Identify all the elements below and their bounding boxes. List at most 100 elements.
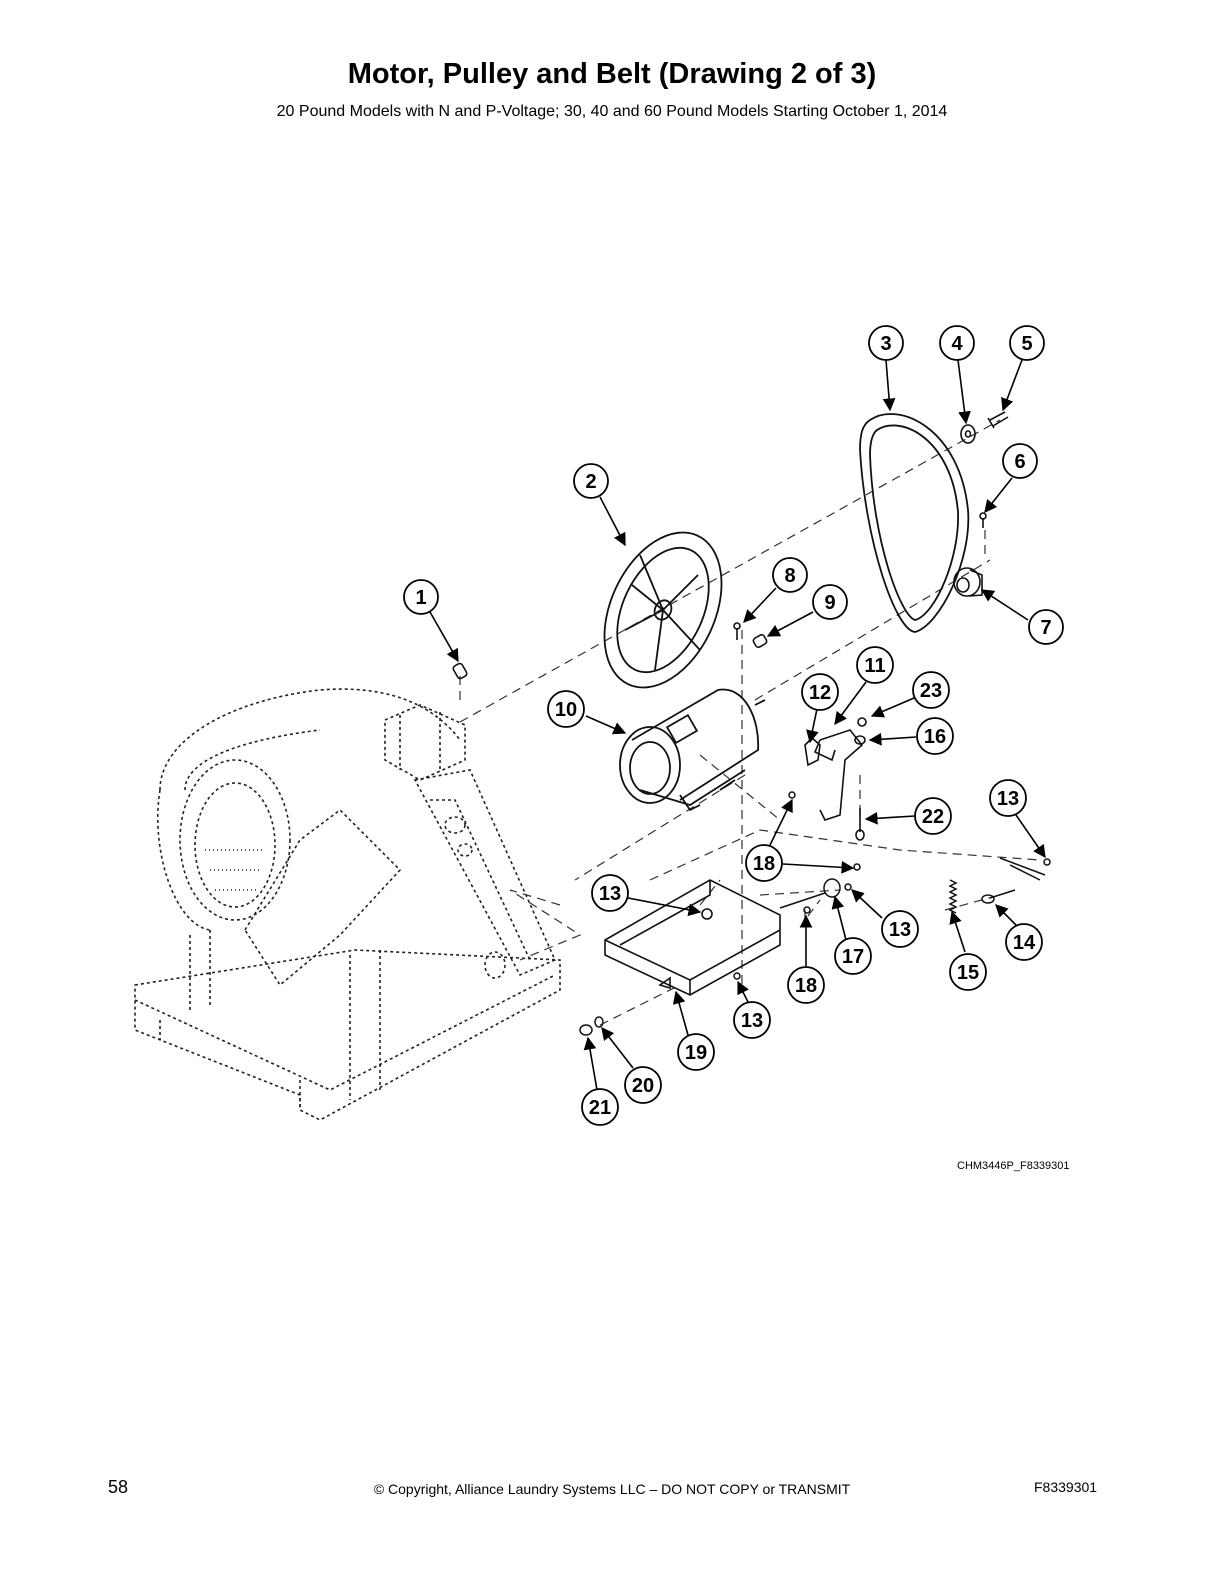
callout-12: 12 [801, 673, 839, 711]
callout-number: 13 [599, 883, 621, 905]
callout-22: 22 [914, 797, 952, 835]
callout-6: 6 [1002, 443, 1038, 479]
tension-hardware [579, 791, 1051, 1036]
callout-circle [787, 966, 825, 1004]
callout-number: 16 [924, 726, 946, 748]
callout-number: 21 [589, 1097, 611, 1119]
callout-number: 6 [1014, 451, 1025, 473]
callout-number: 10 [555, 699, 577, 721]
callout-circle [624, 1066, 662, 1104]
callout-circle [677, 1033, 715, 1071]
callout-13-middle: 13 [881, 910, 919, 948]
assembly-centerlines [459, 419, 1041, 1026]
callout-circle [591, 874, 629, 912]
callout-number: 3 [880, 333, 891, 355]
callout-20: 20 [624, 1066, 662, 1104]
callout-number: 9 [824, 592, 835, 614]
callout-13-bottom: 13 [733, 1001, 771, 1039]
callout-circle [989, 779, 1027, 817]
callout-circle [573, 463, 609, 499]
callout-circle [834, 937, 872, 975]
callout-leaders [429, 359, 1046, 1091]
callout-circle [801, 673, 839, 711]
motor-base-plate [604, 879, 781, 996]
callout-18-upper: 18 [745, 844, 783, 882]
callout-number: 19 [685, 1042, 707, 1064]
drive-belt [859, 413, 970, 633]
copyright-notice: © Copyright, Alliance Laundry Systems LL… [373, 1481, 851, 1497]
callout-16: 16 [916, 717, 954, 755]
callout-number: 7 [1040, 617, 1051, 639]
callout-circle [1009, 325, 1045, 361]
callout-circle [1005, 923, 1043, 961]
callout-23: 23 [912, 671, 950, 709]
callout-number: 2 [585, 471, 596, 493]
callout-number: 13 [997, 788, 1019, 810]
callout-number: 1 [415, 587, 426, 609]
callout-number: 4 [951, 333, 963, 355]
callout-15: 15 [949, 953, 987, 991]
callout-circle [881, 910, 919, 948]
callout-circle [939, 325, 975, 361]
drawing-code: CHM3446P_F8339301 [957, 1160, 1070, 1172]
small-hardware-upper [953, 411, 1009, 597]
callout-14: 14 [1005, 923, 1043, 961]
callout-circle [745, 844, 783, 882]
callout-number: 17 [842, 946, 864, 968]
document-number: F8339301 [1034, 1479, 1098, 1495]
callout-5: 5 [1009, 325, 1045, 361]
callout-number: 23 [920, 680, 942, 702]
callout-circle [949, 953, 987, 991]
callout-11: 11 [856, 646, 894, 684]
callout-circle [1002, 443, 1038, 479]
callout-number: 18 [795, 975, 817, 997]
callout-13-left: 13 [591, 874, 629, 912]
callout-number: 15 [957, 962, 979, 984]
page-title: Motor, Pulley and Belt (Drawing 2 of 3) [347, 58, 877, 90]
callout-3: 3 [868, 325, 904, 361]
callout-17: 17 [834, 937, 872, 975]
callout-number: 5 [1021, 333, 1032, 355]
mount-brackets [804, 717, 867, 841]
callout-8: 8 [772, 557, 808, 593]
callout-1: 1 [403, 579, 439, 615]
drive-pulley [603, 531, 723, 689]
callout-circle [856, 646, 894, 684]
callout-19: 19 [677, 1033, 715, 1071]
callout-number: 14 [1013, 932, 1036, 954]
callout-circle [581, 1088, 619, 1126]
callout-number: 20 [632, 1075, 654, 1097]
callout-circle [912, 671, 950, 709]
callout-7: 7 [1028, 609, 1064, 645]
callout-number: 18 [753, 853, 775, 875]
callout-21: 21 [581, 1088, 619, 1126]
callout-10: 10 [547, 690, 585, 728]
callout-number: 12 [809, 682, 831, 704]
callout-circle [914, 797, 952, 835]
callout-18-lower: 18 [787, 966, 825, 1004]
callout-circle [772, 557, 808, 593]
callout-circle [547, 690, 585, 728]
page-subtitle: 20 Pound Models with N and P-Voltage; 30… [276, 103, 948, 120]
callout-circle [868, 325, 904, 361]
callout-circle [1028, 609, 1064, 645]
callout-bubbles: 1 2 3 4 5 6 7 8 9 10 11 12 23 16 13 22 1… [403, 325, 1064, 1126]
callout-4: 4 [939, 325, 975, 361]
keys-and-pins [452, 622, 768, 680]
drive-motor [619, 688, 766, 812]
callout-9: 9 [812, 584, 848, 620]
callout-circle [733, 1001, 771, 1039]
callout-13-right: 13 [989, 779, 1027, 817]
callout-circle [916, 717, 954, 755]
callout-number: 11 [864, 655, 885, 677]
callout-number: 22 [922, 806, 944, 828]
callout-number: 8 [784, 565, 795, 587]
callout-circle [403, 579, 439, 615]
callout-circle [812, 584, 848, 620]
callout-2: 2 [573, 463, 609, 499]
callout-number: 13 [889, 919, 911, 941]
page-number: 58 [108, 1477, 129, 1497]
callout-number: 13 [741, 1010, 763, 1032]
dryer-frame-drawing [134, 688, 561, 1121]
